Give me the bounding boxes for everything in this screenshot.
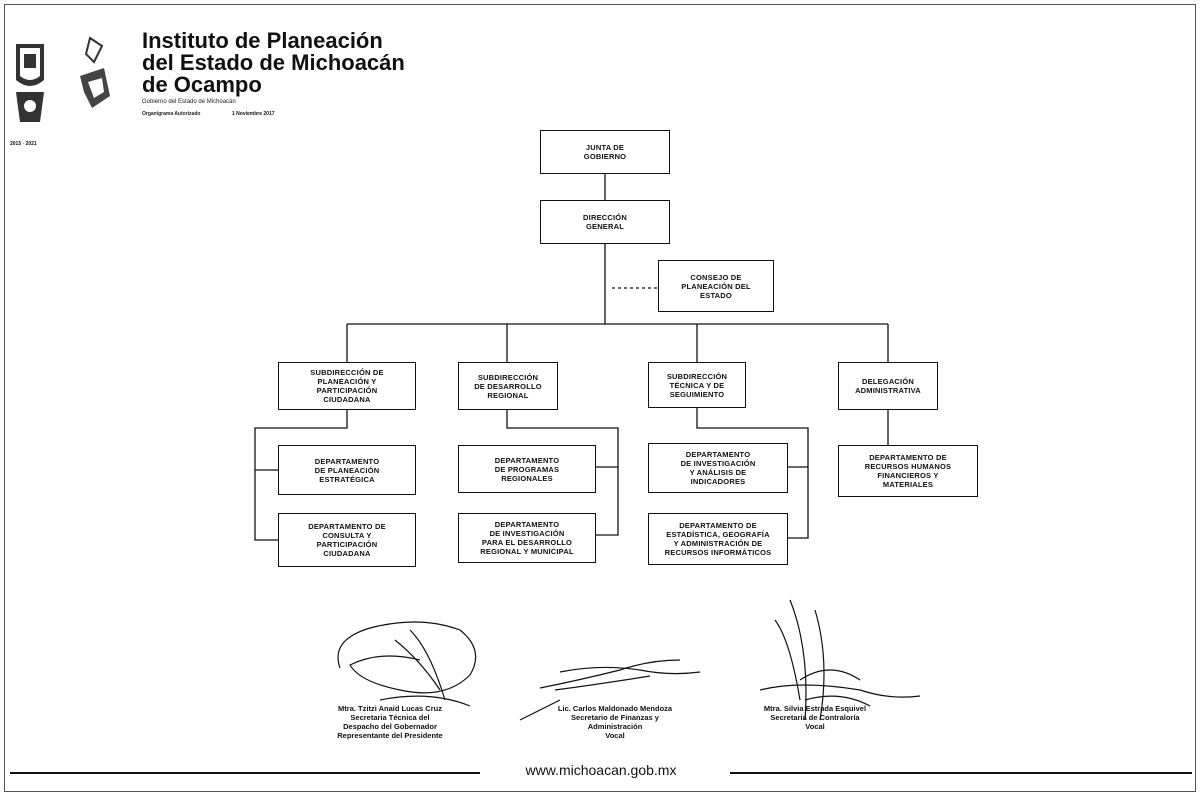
title-line-1: Instituto de Planeación xyxy=(142,28,383,53)
org-box-dep-recursos: DEPARTAMENTO DE RECURSOS HUMANOS FINANCI… xyxy=(838,445,978,497)
institute-title: Instituto de Planeación del Estado de Mi… xyxy=(142,30,405,96)
org-box-consejo-de-planeacion: CONSEJO DE PLANEACIÓN DEL ESTADO xyxy=(658,260,774,312)
signature-3-name: Mtra. Silvia Estrada Esquivel Secretaria… xyxy=(763,704,867,731)
org-box-direccion-general: DIRECCIÓN GENERAL xyxy=(540,200,670,244)
signature-1-name: Mtra. Tzitzi Anaid Lucas Cruz Secretaria… xyxy=(337,704,443,740)
title-line-2: del Estado de Michoacán xyxy=(142,50,405,75)
org-box-dep-estadistica: DEPARTAMENTO DE ESTADÍSTICA, GEOGRAFÍA Y… xyxy=(648,513,788,565)
footer-rule-right xyxy=(730,772,1192,774)
org-box-sub-planeacion: SUBDIRECCIÓN DE PLANEACIÓN Y PARTICIPACI… xyxy=(278,362,416,410)
footer-url: www.michoacan.gob.mx xyxy=(525,762,677,778)
planning-institute-logo xyxy=(80,36,110,108)
org-box-sub-desarrollo: SUBDIRECCIÓN DE DESARROLLO REGIONAL xyxy=(458,362,558,410)
approval-date: 1 Noviembre 2017 xyxy=(232,111,275,117)
org-box-dep-indicadores: DEPARTAMENTO DE INVESTIGACIÓN Y ANÁLISIS… xyxy=(648,443,788,493)
org-box-delegacion: DELEGACIÓN ADMINISTRATIVA xyxy=(838,362,938,410)
footer-rule-left xyxy=(10,772,480,774)
org-box-dep-planeacion: DEPARTAMENTO DE PLANEACIÓN ESTRATÉGICA xyxy=(278,445,416,495)
org-box-dep-investigacion-regional: DEPARTAMENTO DE INVESTIGACIÓN PARA EL DE… xyxy=(458,513,596,563)
signature-2-name: Lic. Carlos Maldonado Mendoza Secretario… xyxy=(557,704,673,740)
state-seal-logo xyxy=(16,44,44,122)
administration-years: 2015 · 2021 xyxy=(10,141,37,147)
page-frame xyxy=(4,4,1196,792)
org-box-dep-programas: DEPARTAMENTO DE PROGRAMAS REGIONALES xyxy=(458,445,596,493)
org-chart-type: Organigrama Autorizado xyxy=(142,111,201,117)
org-box-junta-de-gobierno: JUNTA DE GOBIERNO xyxy=(540,130,670,174)
title-line-3: de Ocampo xyxy=(142,72,262,97)
org-box-sub-tecnica: SUBDIRECCIÓN TÉCNICA Y DE SEGUIMIENTO xyxy=(648,362,746,408)
org-box-dep-consulta: DEPARTAMENTO DE CONSULTA Y PARTICIPACIÓN… xyxy=(278,513,416,567)
government-subtitle: Gobierno del Estado de Michoacán xyxy=(142,99,236,105)
